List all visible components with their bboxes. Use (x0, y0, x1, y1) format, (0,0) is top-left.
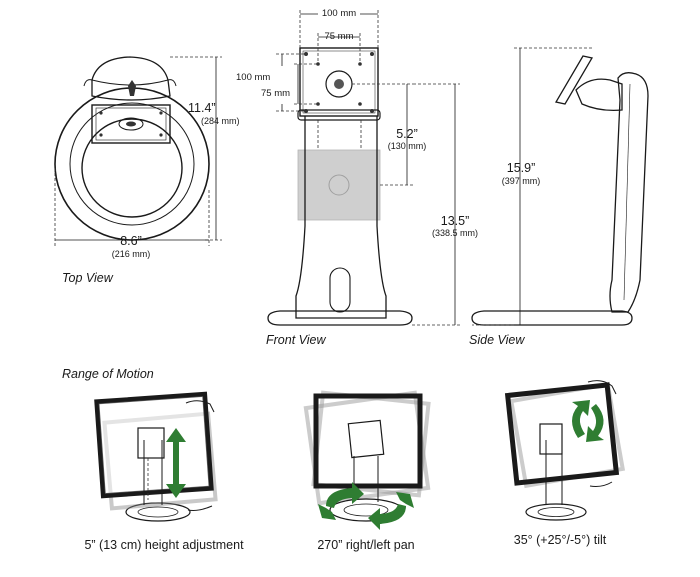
top-view-label: Top View (62, 271, 114, 285)
top-view-height-inches: 11.4” (188, 101, 216, 115)
front-view-height-mm: (338.5 mm) (432, 228, 478, 238)
front-view-drawing (267, 10, 460, 326)
pan-illustration (303, 390, 431, 530)
side-view-label: Side View (469, 333, 525, 347)
front-view-travel-inches: 5.2” (396, 127, 418, 141)
vesa-inner-height: 75 mm (261, 88, 290, 99)
front-view-label: Front View (266, 333, 326, 347)
top-view-drawing (54, 56, 222, 246)
side-view-height-mm: (397 mm) (502, 176, 541, 186)
top-view-width-mm: (216 mm) (112, 249, 151, 259)
tilt-illustration (504, 380, 626, 521)
vesa-outer-height: 100 mm (236, 72, 270, 83)
top-view-height-mm: (284 mm) (201, 116, 240, 126)
range-of-motion-title: Range of Motion (62, 367, 154, 381)
height-adjustment-caption: 5” (13 cm) height adjustment (84, 538, 244, 552)
pan-caption: 270” right/left pan (317, 538, 414, 552)
vesa-inner-width: 75 mm (324, 31, 353, 42)
front-view-travel-mm: (130 mm) (388, 141, 427, 151)
height-adjustment-illustration (94, 391, 218, 522)
side-view-height-inches: 15.9” (507, 161, 536, 175)
top-view-width-inches: 8.6” (120, 234, 142, 248)
side-view-drawing (471, 47, 649, 326)
tilt-caption: 35° (+25°/-5°) tilt (514, 533, 607, 547)
vesa-outer-width: 100 mm (322, 8, 356, 19)
front-view-height-inches: 13.5” (441, 214, 470, 228)
